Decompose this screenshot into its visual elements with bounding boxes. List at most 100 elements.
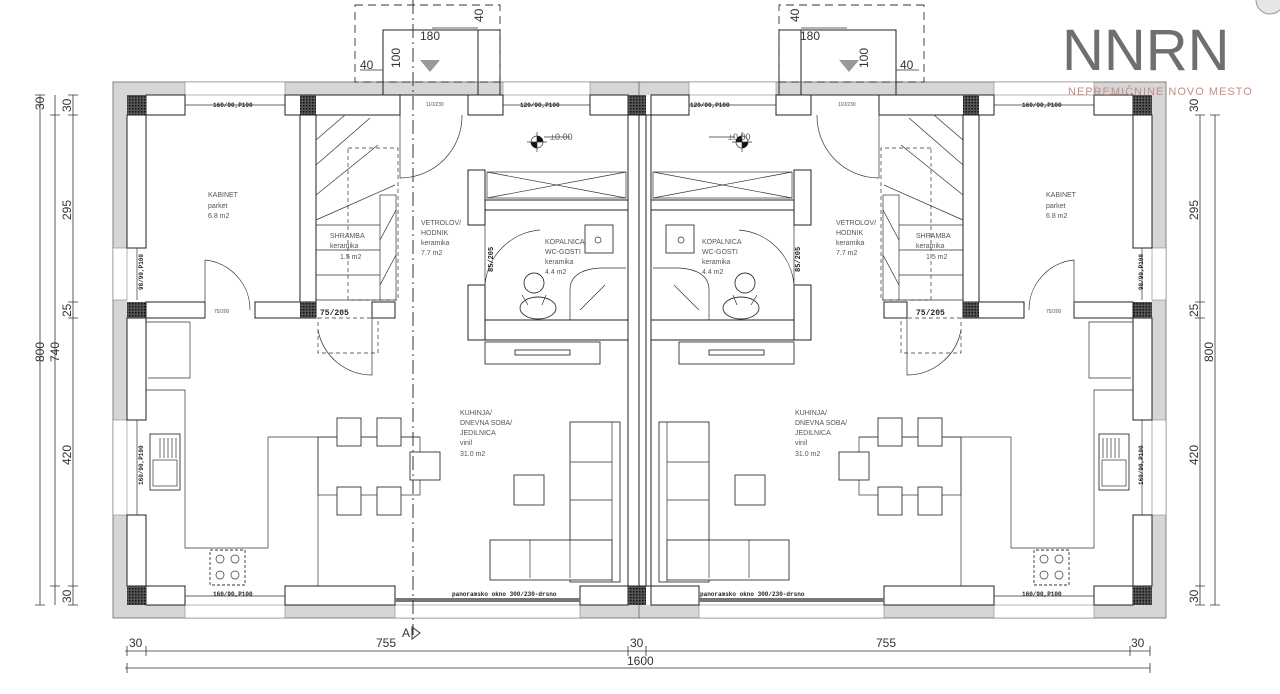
dim-label: 755 <box>376 636 396 650</box>
dim-label: 295 <box>1187 200 1201 220</box>
window-label: 120/90,P100 <box>520 102 560 109</box>
dim-label: 740 <box>48 342 62 362</box>
party-wall-top <box>628 95 646 115</box>
room-floor: keramika <box>545 259 574 266</box>
dim-label: 100 <box>857 48 871 68</box>
room-name: HODNIK <box>836 230 864 237</box>
door-label: 75/200 <box>214 309 230 315</box>
dim-label: 420 <box>60 445 74 465</box>
logo: NNRN NEPREMIČNINE NOVO MESTO <box>1062 18 1253 98</box>
room-name: SHRAMBA <box>916 233 951 240</box>
dim-label: 30 <box>1187 589 1201 603</box>
room-floor: parket <box>1046 203 1066 210</box>
dim-label: 800 <box>33 342 47 362</box>
dim-label: 800 <box>1202 342 1216 362</box>
unit-left-labels: KABINET parket 6.8 m2 SHRAMBA keramika 1… <box>138 8 585 598</box>
corner-badge <box>1255 0 1280 15</box>
room-floor: keramika <box>916 243 945 250</box>
door-label: 75/200 <box>1046 309 1062 315</box>
party-wall <box>627 114 647 587</box>
unit-left <box>112 4 641 619</box>
level-mark: ±0.00 <box>550 132 572 142</box>
dim-label: 40 <box>788 8 802 22</box>
window-label: 98/90,P100 <box>1138 254 1145 290</box>
room-area: 4.4 m2 <box>702 269 724 276</box>
window-label: 160/90,P100 <box>213 591 253 598</box>
dim-label: 295 <box>60 200 74 220</box>
room-name: VETROLOV/ <box>836 220 876 227</box>
room-floor: keramika <box>702 259 731 266</box>
room-area: 1.5 m2 <box>340 254 362 261</box>
room-floor: vinil <box>795 440 808 447</box>
room-name: VETROLOV/ <box>421 220 461 227</box>
dim-label: 180 <box>420 29 440 43</box>
section-arrow-icon <box>411 626 421 640</box>
door-label: 75/205 <box>916 309 945 318</box>
room-name: KUHINJA/ <box>795 410 827 417</box>
dim-label: 30 <box>33 96 47 110</box>
room-floor: vinil <box>460 440 473 447</box>
dim-label: 180 <box>800 29 820 43</box>
window-label: 160/90,P100 <box>1022 102 1062 109</box>
dim-label: 30 <box>60 589 74 603</box>
room-name: KABINET <box>208 192 239 199</box>
dim-label: 30 <box>1187 98 1201 112</box>
room-floor: keramika <box>836 240 865 247</box>
dim-label: 30 <box>129 636 143 650</box>
dim-label: 40 <box>472 8 486 22</box>
room-floor: keramika <box>421 240 450 247</box>
dim-label: 30 <box>1131 636 1145 650</box>
room-name: JEDILNICA <box>795 430 831 437</box>
room-name: WC-GOSTI <box>702 249 738 256</box>
dim-label: 25 <box>60 303 74 317</box>
door-label: 75/205 <box>320 309 349 318</box>
window-label: 160/90,P100 <box>213 102 253 109</box>
room-area: 31.0 m2 <box>460 451 485 458</box>
logo-text: NNRN <box>1062 18 1230 83</box>
dim-label: 30 <box>630 636 644 650</box>
room-area: 6.8 m2 <box>1046 213 1068 220</box>
window-label: 98/90,P100 <box>138 254 145 290</box>
dim-label: 25 <box>1187 303 1201 317</box>
room-name: KOPALNICA <box>702 239 742 246</box>
room-name: SHRAMBA <box>330 233 365 240</box>
room-name: DNEVNA SOBA/ <box>460 420 512 427</box>
window-label: panoramsko okno 300/230-drsno <box>452 591 557 598</box>
door-label: 110/230 <box>426 102 444 108</box>
room-name: JEDILNICA <box>460 430 496 437</box>
dimension-lines <box>35 94 1220 673</box>
level-mark: ±0.00 <box>728 132 750 142</box>
window-label: panoramsko okno 300/230-drsno <box>700 591 805 598</box>
section-label: A <box>402 626 410 640</box>
room-floor: parket <box>208 203 228 210</box>
party-wall-bottom <box>628 586 646 605</box>
door-label: 85/205 <box>795 247 803 272</box>
dim-label: 1600 <box>627 654 654 668</box>
room-name: KABINET <box>1046 192 1077 199</box>
room-area: 4.4 m2 <box>545 269 567 276</box>
room-name: KOPALNICA <box>545 239 585 246</box>
room-name: WC-GOSTI <box>545 249 581 256</box>
room-name: HODNIK <box>421 230 449 237</box>
dim-label: 40 <box>360 58 374 72</box>
logo-subtitle: NEPREMIČNINE NOVO MESTO <box>1068 85 1253 98</box>
room-area: 31.0 m2 <box>795 451 820 458</box>
dim-label: 100 <box>389 48 403 68</box>
dim-label: 30 <box>60 98 74 112</box>
room-area: 1.5 m2 <box>926 254 948 261</box>
window-label: 160/90,P100 <box>1138 445 1145 485</box>
dimension-labels: 800 740 30 30 295 25 420 30 30 295 25 42… <box>33 96 1216 668</box>
window-label: 160/90,P100 <box>138 445 145 485</box>
room-area: 6.8 m2 <box>208 213 230 220</box>
room-name: DNEVNA SOBA/ <box>795 420 847 427</box>
room-name: KUHINJA/ <box>460 410 492 417</box>
dim-label: 420 <box>1187 445 1201 465</box>
room-floor: keramika <box>330 243 359 250</box>
window-label: 120/90,P100 <box>690 102 730 109</box>
unit-right-labels: KABINET parket 6.8 m2 SHRAMBA keramika 1… <box>690 8 1145 598</box>
room-area: 7.7 m2 <box>421 250 443 257</box>
door-label: 110/230 <box>838 102 856 108</box>
dim-label: 755 <box>876 636 896 650</box>
window-label: 160/90,P100 <box>1022 591 1062 598</box>
